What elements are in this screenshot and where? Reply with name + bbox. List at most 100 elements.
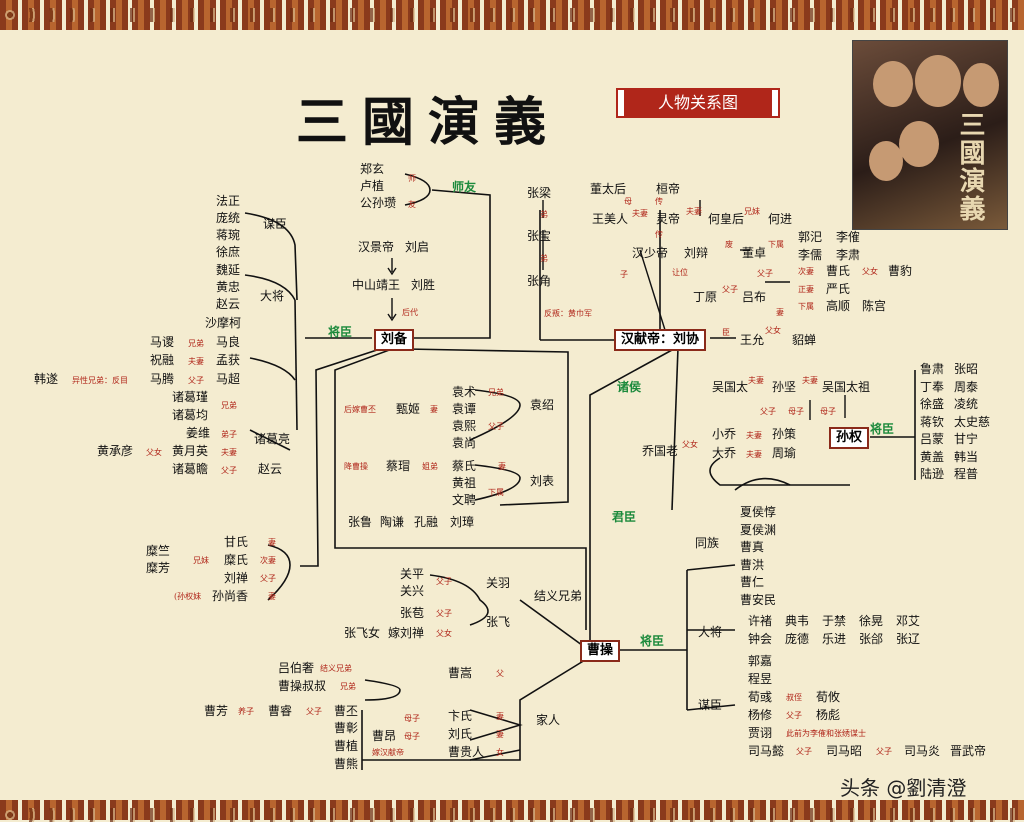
group-label: 谋臣	[263, 217, 288, 231]
person: 司马炎	[904, 744, 941, 758]
person: 卞氏	[448, 709, 473, 723]
group-label: 谋臣	[698, 698, 723, 712]
person: 祝融	[150, 353, 175, 367]
tag: 妻	[498, 462, 506, 471]
tag: 夫妻	[632, 209, 648, 218]
person: 孙坚	[772, 380, 797, 394]
person: 糜芳	[146, 561, 171, 575]
person: 桓帝	[656, 182, 681, 196]
person: 袁术	[452, 385, 477, 399]
tag: 友	[408, 200, 416, 209]
hub-caocao: 曹操	[580, 640, 621, 662]
tag: 兄弟	[340, 682, 356, 691]
hub-sunquan: 孙权	[829, 427, 870, 449]
person: 韩遂	[34, 372, 59, 386]
tag: 异性兄弟：反目	[72, 376, 128, 385]
person: 文聘	[452, 493, 477, 507]
person: 吴国太祖	[822, 380, 871, 394]
tag: 传	[655, 230, 663, 239]
person: 贾诩	[748, 726, 773, 740]
poster-face	[899, 121, 939, 167]
subtitle-banner: 人物关系图	[616, 88, 780, 118]
tag: 养子	[238, 707, 254, 716]
person: 程普	[954, 467, 979, 481]
person: 诸葛亮	[254, 432, 291, 446]
person: 曹彰	[334, 721, 359, 735]
person: 乐进	[822, 632, 847, 646]
tag: 父女	[862, 267, 878, 276]
tag: 母子	[404, 732, 420, 741]
person: 刘辩	[684, 246, 709, 260]
tag: 夫妻	[746, 450, 762, 459]
relation-label: 将臣	[640, 634, 665, 648]
person: 蔡瑁	[386, 459, 411, 473]
person: 马腾	[150, 372, 175, 386]
poster-face	[915, 55, 961, 107]
person: 嫁刘禅	[388, 626, 425, 640]
tag: 父女	[436, 629, 452, 638]
person: 高顺	[826, 299, 851, 313]
tag: 叔侄	[786, 693, 802, 702]
person: 张鲁	[348, 515, 373, 529]
tag: 母子	[788, 407, 804, 416]
person: 典韦	[785, 614, 810, 628]
tag: 妻	[496, 730, 504, 739]
relation-label: 师友	[452, 180, 477, 194]
person: 严氏	[826, 282, 851, 296]
person: 结义兄弟	[534, 589, 583, 603]
tag: 姐弟	[422, 462, 438, 471]
person: 杨彪	[816, 708, 841, 722]
tag: 父子	[306, 707, 322, 716]
person: 郭嘉	[748, 654, 773, 668]
tag: 子	[620, 270, 628, 279]
person: 徐盛	[920, 397, 945, 411]
annotation: 此前为李傕和张绣谋士	[786, 729, 866, 738]
person: 董太后	[590, 182, 627, 196]
person: 郑玄	[360, 162, 385, 176]
person: 蒋琬	[216, 228, 241, 242]
tag: 夫妻	[748, 376, 764, 385]
tag: 夫妻	[746, 431, 762, 440]
person: 丁奉	[920, 379, 945, 394]
poster-face	[869, 141, 903, 181]
person: 灵帝	[656, 212, 681, 226]
tag: 父子	[876, 747, 892, 756]
person: 糜氏	[224, 553, 249, 567]
tag: 夫妻	[802, 376, 818, 385]
tag: 下属	[768, 240, 784, 249]
person: 韩当	[954, 449, 979, 464]
relation-label: 君臣	[612, 510, 637, 524]
tag: 夫妻	[686, 207, 702, 216]
tag: 夫妻	[221, 448, 237, 457]
person: 鲁肃	[920, 362, 945, 376]
person: 张宝	[527, 229, 552, 243]
tag: 父子	[722, 285, 738, 294]
poster-face	[873, 61, 913, 107]
tag: 父子	[260, 574, 276, 583]
person: 曹贵人	[448, 745, 485, 759]
person: 刘表	[530, 474, 555, 488]
person: 孔融	[414, 515, 439, 529]
person: 曹仁	[740, 575, 765, 589]
person: 孙尚香	[212, 589, 249, 603]
person: 曹洪	[740, 557, 765, 572]
drama-poster-image: 三國演義	[852, 40, 1008, 230]
person: 郭汜	[798, 230, 823, 244]
person: 陶谦	[380, 515, 405, 529]
tag: 下属	[798, 302, 814, 311]
annotation: 嫁汉献帝	[372, 748, 404, 757]
tag: 后代	[402, 308, 418, 317]
person: 刘禅	[224, 571, 249, 585]
person: 曹睿	[268, 704, 293, 718]
person: 卢植	[360, 179, 385, 193]
person: 乔国老	[642, 444, 679, 458]
relation-label: 将臣	[328, 325, 353, 339]
person: 张梁	[527, 186, 552, 200]
group-label: 同族	[695, 536, 720, 550]
tag: 兄妹	[193, 556, 209, 565]
person: 陈宫	[862, 299, 887, 313]
person: 晋武帝	[950, 744, 987, 758]
tag: 母子	[404, 714, 420, 723]
person: 黄忠	[216, 280, 241, 294]
